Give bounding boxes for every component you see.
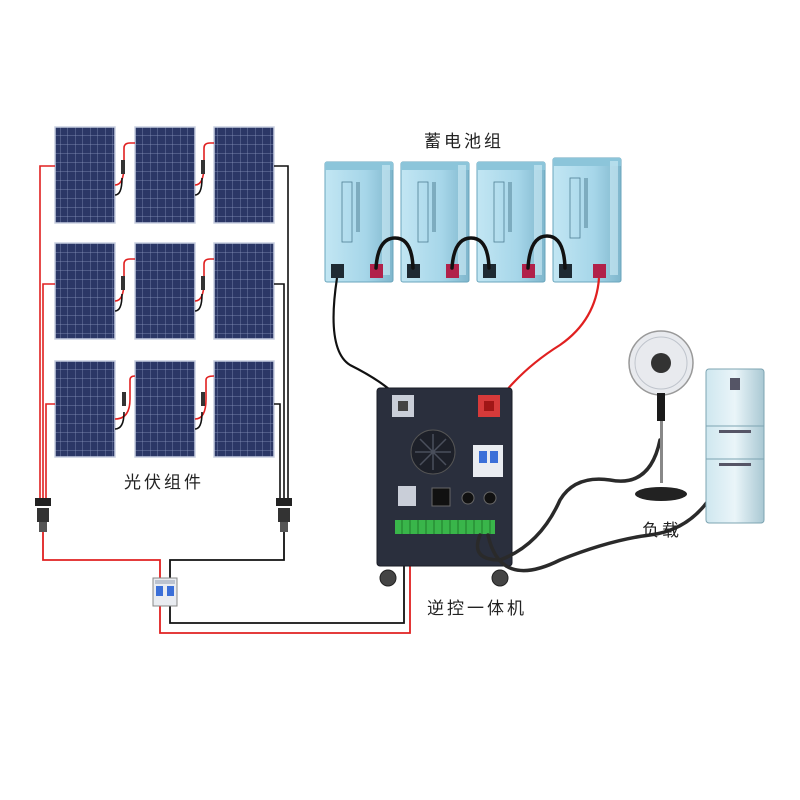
pv-to-breaker-wires [42,530,411,634]
pv-array-label: 光伏组件 [124,473,204,493]
pv-panel [54,360,116,458]
battery-main-cables [332,277,601,406]
pv-combiner-connector-right [276,498,292,532]
pv-series-wires [114,142,215,430]
fridge-icon [705,368,765,524]
battery-bank-label: 蓄电池组 [424,132,504,152]
pv-panel [54,242,116,340]
load-cables [475,438,714,573]
battery [552,157,622,283]
pv-panel [213,126,275,224]
pv-panel [213,242,275,340]
pv-panel [134,360,196,458]
breaker-icon [152,577,178,607]
fan-icon [628,330,694,501]
pv-negative-home-runs [274,165,289,500]
inverter-controller [376,387,513,587]
load-label: 负载 [642,521,682,541]
battery-jumpers [374,234,567,270]
inverter-label: 逆控一体机 [427,599,527,619]
battery [476,161,546,283]
pv-panel [134,242,196,340]
pv-positive-home-runs [39,165,55,500]
pv-panel [54,126,116,224]
pv-panel [213,360,275,458]
battery [400,161,470,283]
battery-bank [324,157,622,283]
battery [324,161,394,283]
pv-panel-array [54,126,275,458]
pv-panel [134,126,196,224]
pv-combiner-connector-left [35,498,51,532]
